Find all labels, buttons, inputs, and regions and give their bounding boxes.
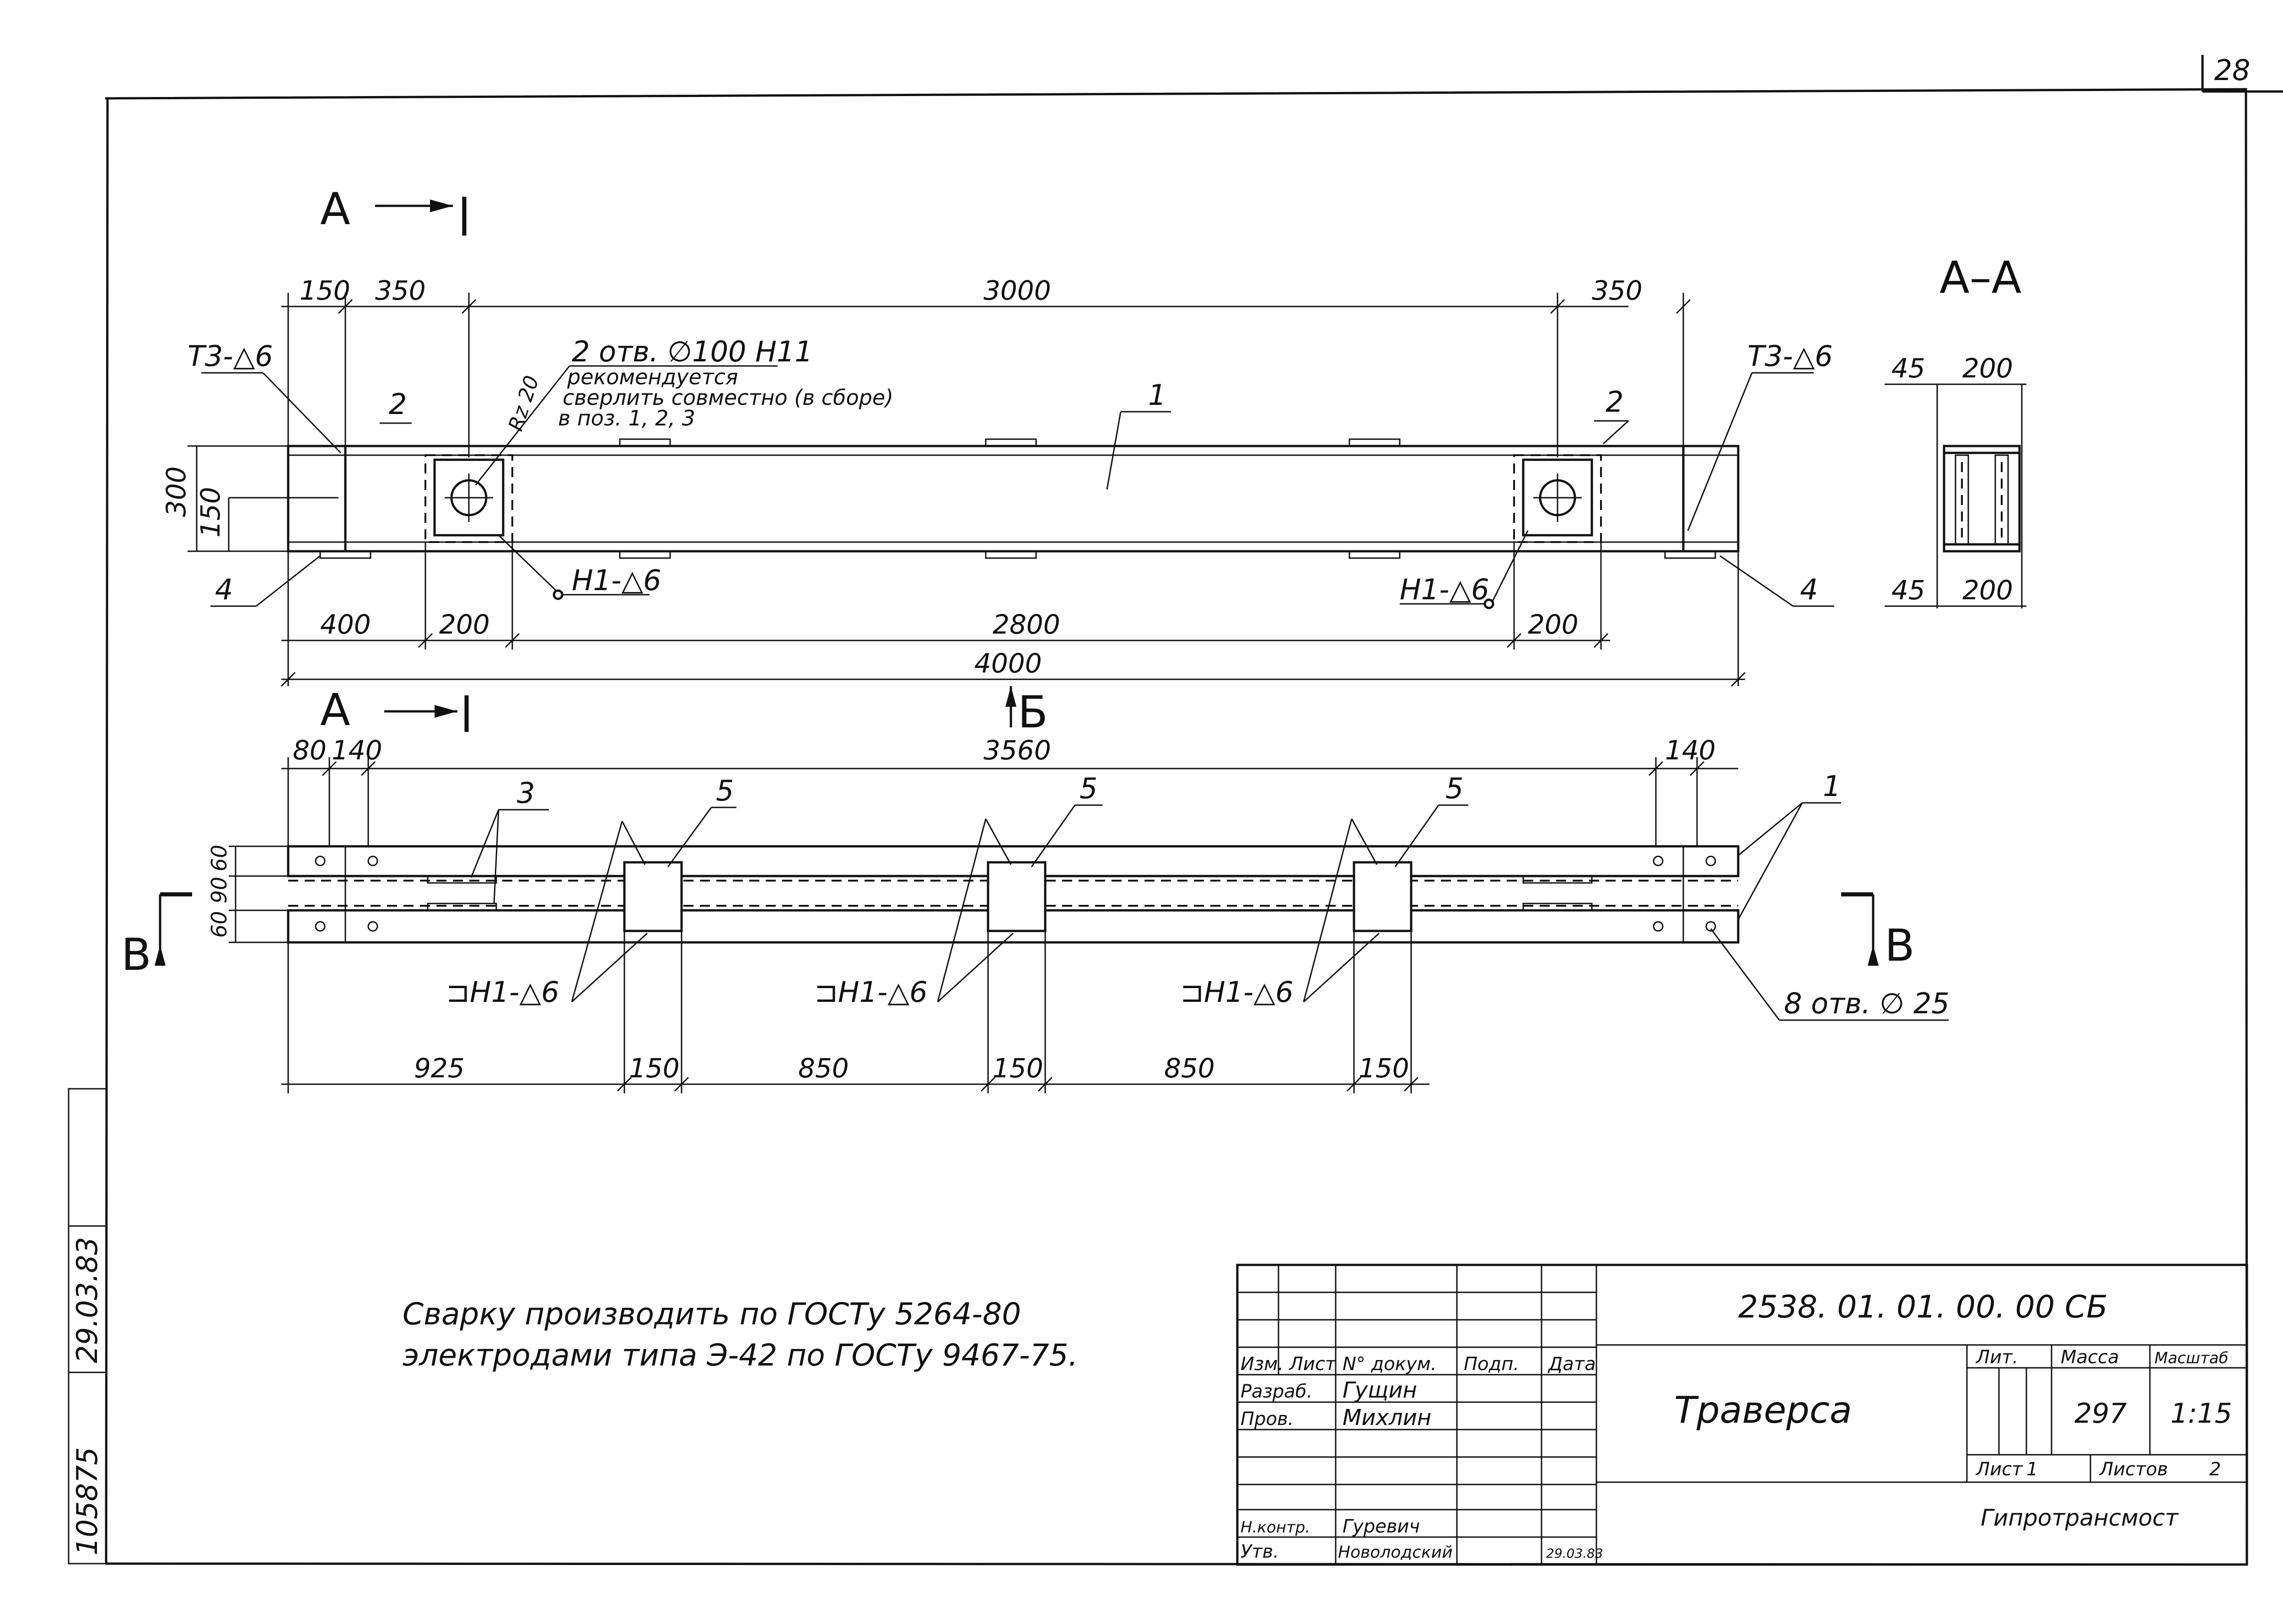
tb-hdr-lit: Лит. — [1975, 1347, 2018, 1368]
front-view: А — [161, 183, 1834, 687]
plan-dim-140-left: 140 — [332, 735, 382, 766]
section-aa-bottom-45: 45 — [1891, 575, 1925, 606]
tb-hdr-list: Лист — [1975, 1459, 2023, 1480]
tb-hdr-listov: Листов — [2099, 1459, 2168, 1480]
front-dim-2800: 2800 — [993, 609, 1060, 640]
hole-note-line4: в поз. 1, 2, 3 — [558, 406, 695, 430]
title-block: 2538. 01. 01. 00. 00 СБ Траверса Изм. Ли… — [1236, 1264, 2248, 1566]
plan-pos-5-third: 5 — [1445, 772, 1463, 805]
front-dim-height: 300 — [161, 466, 192, 517]
front-weld-h1-left: Н1-△6 — [572, 564, 661, 597]
side-stamp: 105875 29.03.83 — [68, 1088, 107, 1565]
note-line1: Сварку производить по ГОСТу 5264-80 — [403, 1296, 1021, 1332]
tb-name-0: Гущин — [1343, 1377, 1417, 1403]
plan-weld-first: ⊐Н1-△6 — [446, 975, 559, 1009]
tb-hdr-podp: Подп. — [1464, 1354, 1519, 1375]
front-pos-4-left: 4 — [215, 573, 233, 606]
side-stamp-date: 29.03.83 — [70, 1237, 104, 1363]
tb-name-3: Новолодский — [1338, 1543, 1453, 1562]
plan-pos-3: 3 — [517, 776, 535, 810]
plan-holes-note: 8 отв. ∅ 25 — [1784, 987, 1950, 1020]
plan-pos-5-second: 5 — [1080, 772, 1097, 805]
tb-hdr-data: Дата — [1547, 1354, 1596, 1375]
front-pos-2-right: 2 — [1606, 385, 1623, 419]
tb-title: Траверса — [1674, 1389, 1852, 1431]
tb-scale: 1:15 — [2170, 1398, 2232, 1430]
tb-sheet: 1 — [2026, 1459, 2038, 1480]
hole-note-line3: сверлить совместно (в сборе) — [563, 385, 893, 410]
front-dim-150: 150 — [300, 275, 350, 306]
front-pos-1: 1 — [1148, 378, 1166, 412]
section-aa: А–А 45 200 45 200 — [1885, 252, 2026, 608]
plan-dim-140-right: 140 — [1665, 735, 1716, 766]
front-dim-400: 400 — [320, 609, 371, 640]
front-roughness: Rz 20 — [504, 373, 544, 434]
tb-name-1: Михлин — [1343, 1405, 1431, 1430]
plan-dim-90: 90 — [207, 877, 231, 903]
front-dim-200-left: 200 — [439, 609, 490, 640]
section-aa-top-45: 45 — [1891, 353, 1925, 384]
front-dim-half-height: 150 — [195, 487, 226, 538]
hole-note-line1: 2 отв. ∅100 Н11 — [572, 335, 813, 368]
plan-dim-925: 925 — [414, 1053, 465, 1084]
general-notes: Сварку производить по ГОСТу 5264-80 элек… — [403, 1296, 1078, 1373]
plan-pos-1: 1 — [1823, 769, 1841, 803]
cut-v-right-letter: В — [1885, 920, 1915, 971]
section-aa-title: А–А — [1939, 252, 2021, 303]
cut-a-bottom-letter: А — [320, 684, 350, 736]
tb-organization: Гипротрансмост — [1981, 1505, 2179, 1531]
plan-dim-60-top: 60 — [207, 844, 231, 871]
tb-document-code: 2538. 01. 01. 00. 00 СБ — [1738, 1289, 2108, 1325]
plan-dim-850-b: 850 — [1164, 1053, 1215, 1084]
plan-dim-150-b: 150 — [993, 1053, 1043, 1084]
cut-v-left-letter: В — [121, 929, 151, 980]
plan-weld-third: ⊐Н1-△6 — [1180, 975, 1294, 1009]
front-dim-200-right: 200 — [1528, 609, 1579, 640]
cut-v-left: В — [121, 892, 192, 980]
section-aa-bottom-200: 200 — [1962, 575, 2013, 606]
sheet-number: 28 — [2214, 54, 2251, 87]
front-dim-350-left: 350 — [375, 275, 426, 306]
front-weld-h1-right: Н1-△6 — [1400, 573, 1489, 606]
tb-role-3: Утв. — [1241, 1541, 1279, 1562]
tb-role-1: Пров. — [1241, 1409, 1294, 1430]
tb-mass: 297 — [2074, 1398, 2127, 1430]
hole-note-line2: рекомендуется — [567, 365, 738, 389]
tb-hdr-doc: N° докум. — [1343, 1354, 1437, 1375]
arrow-b-letter: Б — [1018, 687, 1048, 738]
tb-role-0: Разраб. — [1241, 1381, 1312, 1402]
front-dim-3000: 3000 — [983, 275, 1051, 306]
tb-hdr-massa: Масса — [2061, 1347, 2119, 1368]
tb-hdr-izm: Изм. Лист — [1241, 1354, 1337, 1375]
front-pos-4-right: 4 — [1800, 573, 1818, 606]
front-dim-350-right: 350 — [1592, 275, 1643, 306]
note-line2: электродами типа Э-42 по ГОСТу 9467-75. — [403, 1338, 1078, 1373]
tb-hdr-masshtab: Масштаб — [2154, 1349, 2229, 1367]
plan-dim-80: 80 — [293, 735, 327, 766]
plan-dim-150-a: 150 — [629, 1053, 680, 1084]
front-weld-t3-right: Т3-△6 — [1747, 339, 1833, 373]
tb-name-2: Гуревич — [1343, 1516, 1420, 1537]
cut-v-right: В — [1841, 892, 1915, 971]
front-hole-note: 2 отв. ∅100 Н11 рекомендуется сверлить с… — [558, 335, 893, 430]
plan-dim-150-c: 150 — [1359, 1053, 1409, 1084]
plan-view: А Б 80 140 3560 140 — [121, 684, 1950, 1093]
plan-dim-850-a: 850 — [798, 1053, 849, 1084]
tb-date-3: 29.03.83 — [1546, 1546, 1603, 1561]
tb-role-2: Н.контр. — [1241, 1518, 1310, 1537]
side-stamp-inv: 105875 — [70, 1447, 104, 1555]
front-pos-2-left: 2 — [389, 387, 407, 421]
plan-weld-second: ⊐Н1-△6 — [814, 975, 928, 1009]
front-dim-4000: 4000 — [974, 648, 1042, 679]
tb-sheets: 2 — [2209, 1459, 2221, 1480]
plan-dim-60-bottom: 60 — [207, 911, 231, 938]
section-aa-top-200: 200 — [1962, 353, 2013, 384]
plan-dim-3560: 3560 — [983, 735, 1051, 766]
front-weld-t3-left: Т3-△6 — [188, 339, 273, 373]
plan-pos-5-first: 5 — [716, 774, 734, 807]
cut-a-top-letter: А — [320, 183, 350, 235]
